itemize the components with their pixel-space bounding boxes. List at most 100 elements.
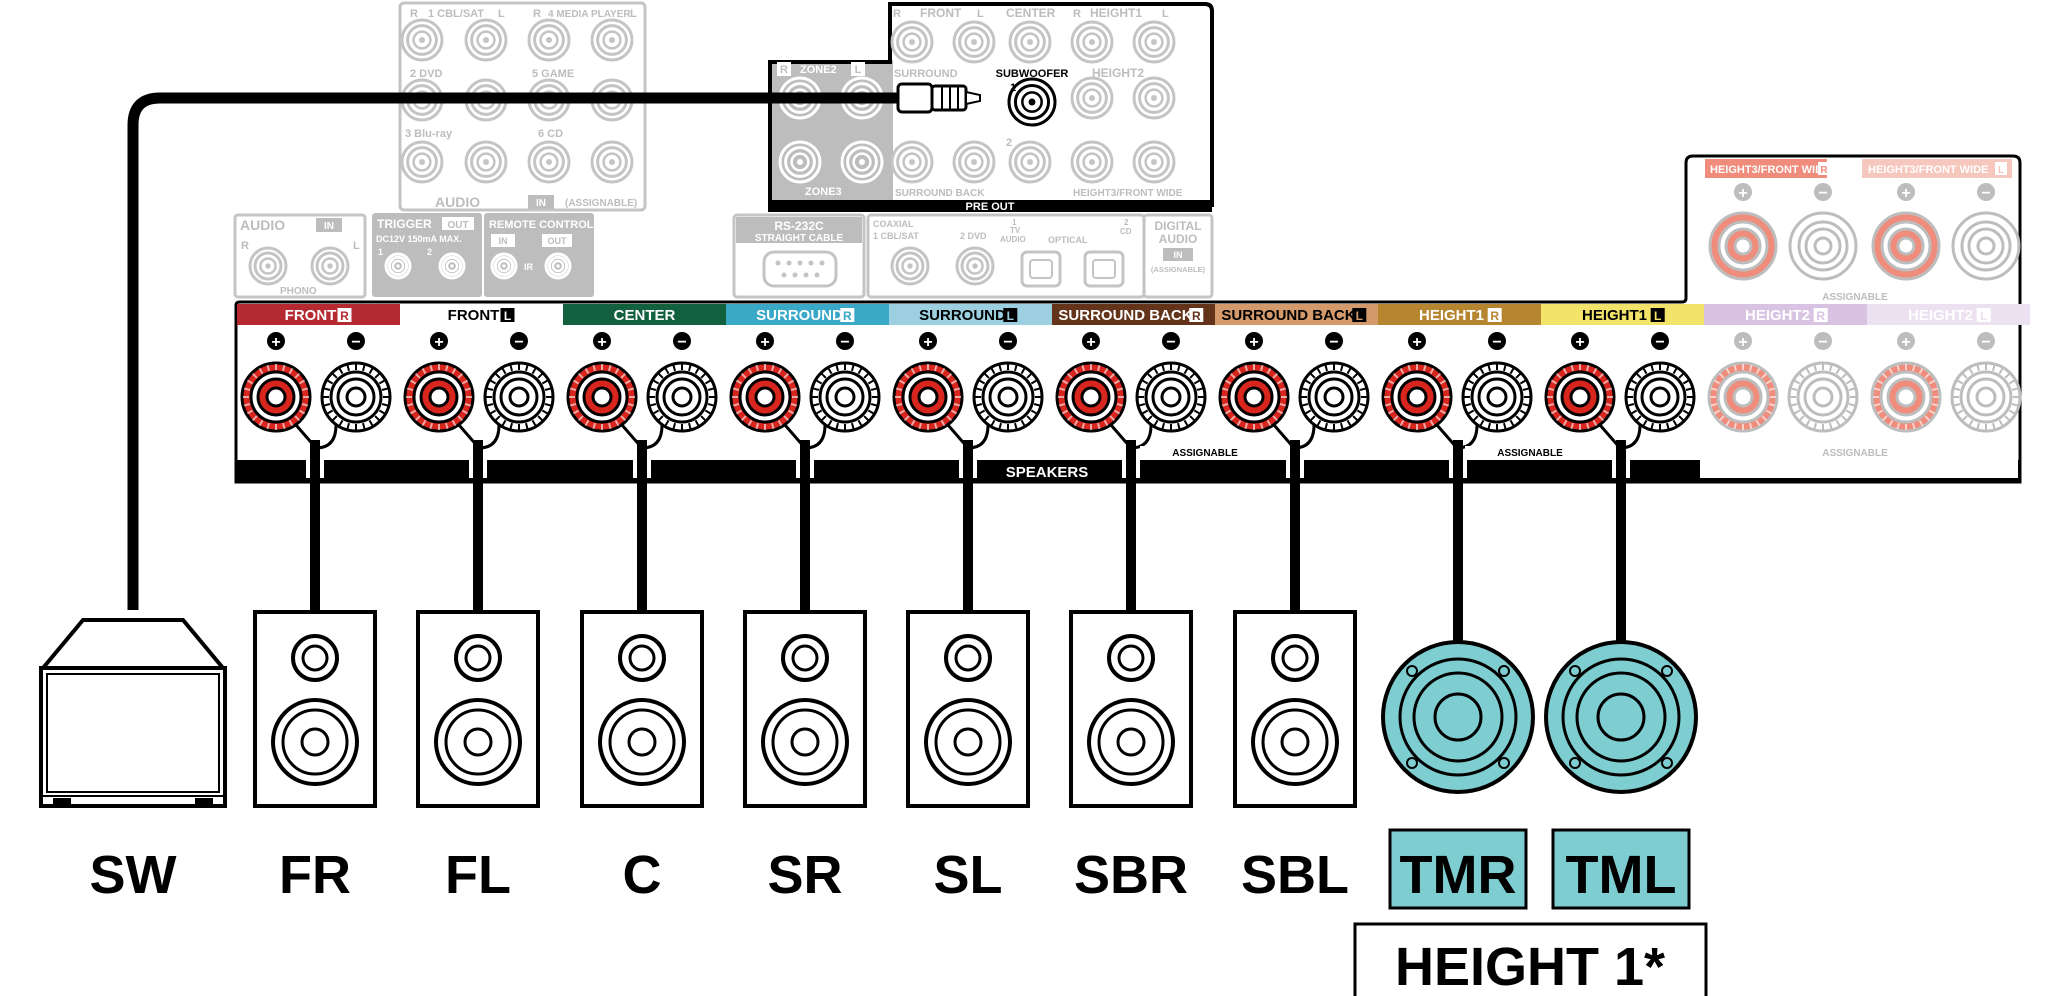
- svg-text:−: −: [514, 334, 523, 351]
- speaker-c: C: [580, 610, 704, 905]
- speaker-label-fl: FL: [445, 845, 511, 905]
- speaker-label-sl: SL: [933, 845, 1002, 905]
- negative-terminal-3: −: [809, 332, 881, 433]
- svg-text:+: +: [1901, 334, 1910, 351]
- dig-in: IN: [1174, 250, 1183, 260]
- audio-in-jack: [527, 18, 571, 62]
- h3-right-label: HEIGHT3/FRONT WIDE: [1868, 164, 1988, 176]
- channel-name-2: CENTER: [614, 307, 676, 324]
- rs232-sub: STRAIGHT CABLE: [755, 233, 844, 244]
- height1-group: HEIGHT 1*: [1353, 922, 1708, 996]
- zone2-l: L: [855, 64, 862, 76]
- dig-coaxial: COAXIAL: [873, 219, 914, 229]
- rs232-title: RS-232C: [774, 219, 824, 233]
- pre-out-jack: [1132, 20, 1176, 64]
- dig-coax-cbl: 1 CBL/SAT: [873, 231, 919, 241]
- speaker-label-sbr: SBR: [1074, 845, 1188, 905]
- mini-jack: [384, 252, 412, 280]
- svg-text:−: −: [1818, 334, 1827, 351]
- positive-terminal-5: +: [1055, 332, 1127, 433]
- channel-side-1: L: [504, 309, 511, 323]
- dig-title-1: DIGITAL: [1154, 219, 1201, 233]
- speaker-label-fr: FR: [279, 845, 351, 905]
- channel-name-0: FRONT: [285, 307, 337, 324]
- channel-side-7: R: [1490, 309, 1499, 323]
- pre-out-jack: [1008, 20, 1052, 64]
- trigger-2: 2: [427, 247, 432, 257]
- channel-name-4: SURROUND: [919, 307, 1006, 324]
- svg-text:+: +: [434, 334, 443, 351]
- in-audio-title: AUDIO: [435, 194, 480, 210]
- misc-input-panels: AUDIO IN R L PHONO TRIGGER OUT DC12V 150…: [233, 213, 1214, 299]
- in-media-player: 4 MEDIA PLAYER: [548, 9, 631, 20]
- assignable-2: ASSIGNABLE: [1497, 448, 1563, 459]
- pre-surround-back: SURROUND BACK: [895, 188, 985, 199]
- height1-group-label: HEIGHT 1*: [1395, 937, 1665, 996]
- audio-in-jack: [590, 18, 634, 62]
- svg-text:−: −: [1981, 185, 1990, 202]
- channel-name-5: SURROUND BACK: [1058, 307, 1192, 324]
- speaker-label-sw: SW: [90, 845, 177, 905]
- pre-l-front: L: [977, 8, 984, 20]
- in-l-1: L: [498, 8, 505, 20]
- speaker-sr: SR: [743, 610, 867, 905]
- svg-text:+: +: [1575, 334, 1584, 351]
- trigger-title: TRIGGER: [377, 217, 432, 231]
- zone3: ZONE3: [805, 186, 842, 198]
- mini-jack: [544, 252, 572, 280]
- svg-text:−: −: [1166, 334, 1175, 351]
- audio-in-jack: [464, 18, 508, 62]
- mini-jack: [438, 252, 466, 280]
- in-audio-in: IN: [536, 198, 546, 209]
- pre-out-panel: R FRONT L CENTER R HEIGHT1 L SURROUND SU…: [768, 2, 1214, 213]
- in-dvd: 2 DVD: [410, 68, 442, 80]
- phono-jack: [248, 246, 288, 286]
- svg-text:+: +: [1249, 334, 1258, 351]
- remote-ir: IR: [524, 262, 534, 272]
- channel-side-5: R: [1192, 309, 1201, 323]
- audio-in-jack: [464, 140, 508, 184]
- negative-terminal-2: −: [646, 332, 718, 433]
- in-game: 5 GAME: [532, 68, 574, 80]
- dig-tv-audio: AUDIO: [1000, 235, 1026, 244]
- coax-jack: [890, 246, 930, 286]
- svg-text:−: −: [1981, 334, 1990, 351]
- speaker-sbr: SBR: [1069, 610, 1193, 905]
- h3-assignable: ASSIGNABLE: [1822, 292, 1888, 303]
- channel-side-8: L: [1654, 309, 1661, 323]
- positive-terminal-h2-0: +: [1707, 332, 1779, 433]
- negative-terminal-h2-0: −: [1787, 332, 1859, 433]
- svg-text:−: −: [351, 334, 360, 351]
- speaker-label-tmr: TMR: [1400, 845, 1517, 905]
- pre-out-title: PRE OUT: [966, 201, 1015, 213]
- zone-jack: [778, 140, 822, 184]
- speaker-label-tml: TML: [1566, 845, 1677, 905]
- dig-tv-n: 1: [1012, 218, 1017, 227]
- audio-in-jack: [527, 140, 571, 184]
- pre-sw-1: 1: [1010, 82, 1016, 94]
- channel-name-6: SURROUND BACK: [1221, 307, 1355, 324]
- negative-terminal-h2-1: −: [1950, 332, 2022, 433]
- svg-text:+: +: [271, 334, 280, 351]
- height3-terminal-3: −: [1951, 183, 2021, 281]
- speakers-label: SPEAKERS: [1006, 464, 1089, 481]
- speaker-sl: SL: [906, 610, 1030, 905]
- cables: [127, 82, 1626, 648]
- phono-r: R: [241, 240, 249, 252]
- pre-height3: HEIGHT3/FRONT WIDE: [1073, 188, 1183, 199]
- speaker-label-c: C: [623, 845, 662, 905]
- height3-terminal-2: +: [1871, 183, 1941, 281]
- pre-surround: SURROUND: [894, 68, 958, 80]
- dig-title-2: AUDIO: [1159, 232, 1198, 246]
- negative-terminal-0: −: [320, 332, 392, 433]
- phono-jack: [310, 246, 350, 286]
- svg-text:+: +: [1738, 185, 1747, 202]
- label-box-tml: [1551, 828, 1691, 910]
- svg-text:−: −: [1818, 185, 1827, 202]
- positive-terminal-8: +: [1544, 332, 1616, 433]
- pre-out-jack: [1132, 76, 1176, 120]
- dig-assignable: (ASSIGNABLE): [1151, 265, 1206, 274]
